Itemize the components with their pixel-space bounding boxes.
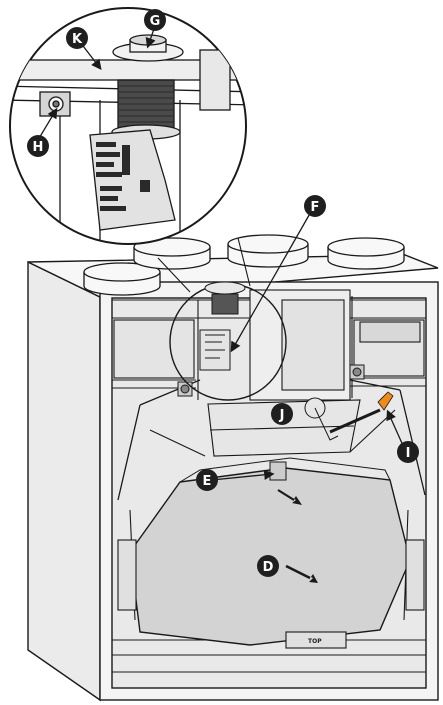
damper-accent: [377, 391, 394, 411]
duct-collar-1: [83, 262, 161, 296]
magnifier-detail-circle: [9, 7, 247, 245]
callout-F: F: [304, 195, 326, 217]
pointer-H: [37, 107, 58, 141]
pointer-E: [211, 469, 275, 481]
callout-G: G: [144, 9, 166, 31]
cabinet-left-side: [27, 260, 101, 702]
callout-H: H: [27, 135, 49, 157]
callout-F-label: F: [311, 200, 320, 215]
lower-supports: [117, 539, 425, 649]
callout-J-label: J: [279, 408, 285, 423]
top-label: TOP: [308, 638, 322, 645]
pointer-F: [230, 209, 313, 353]
callout-D: D: [257, 555, 279, 577]
callout-G-label: G: [150, 14, 161, 29]
callout-H-label: H: [33, 140, 44, 155]
flow-arrows: [277, 489, 318, 583]
callout-E: E: [196, 469, 218, 491]
callout-I-label: I: [406, 446, 411, 461]
callout-K-label: K: [72, 32, 83, 47]
callout-D-label: D: [263, 560, 274, 575]
duct-collar-4: [327, 237, 405, 270]
interior: [112, 289, 426, 673]
flow-arrow-icon: [282, 492, 302, 505]
callout-J: J: [271, 403, 293, 425]
callout-I: I: [397, 441, 419, 463]
duct-collar-3: [227, 234, 309, 268]
duct-collar-2: [133, 237, 211, 270]
duct-collars: [83, 234, 405, 296]
flow-arrow-icon: [300, 572, 318, 583]
callout-K: K: [66, 27, 88, 49]
callout-E-label: E: [203, 474, 212, 489]
